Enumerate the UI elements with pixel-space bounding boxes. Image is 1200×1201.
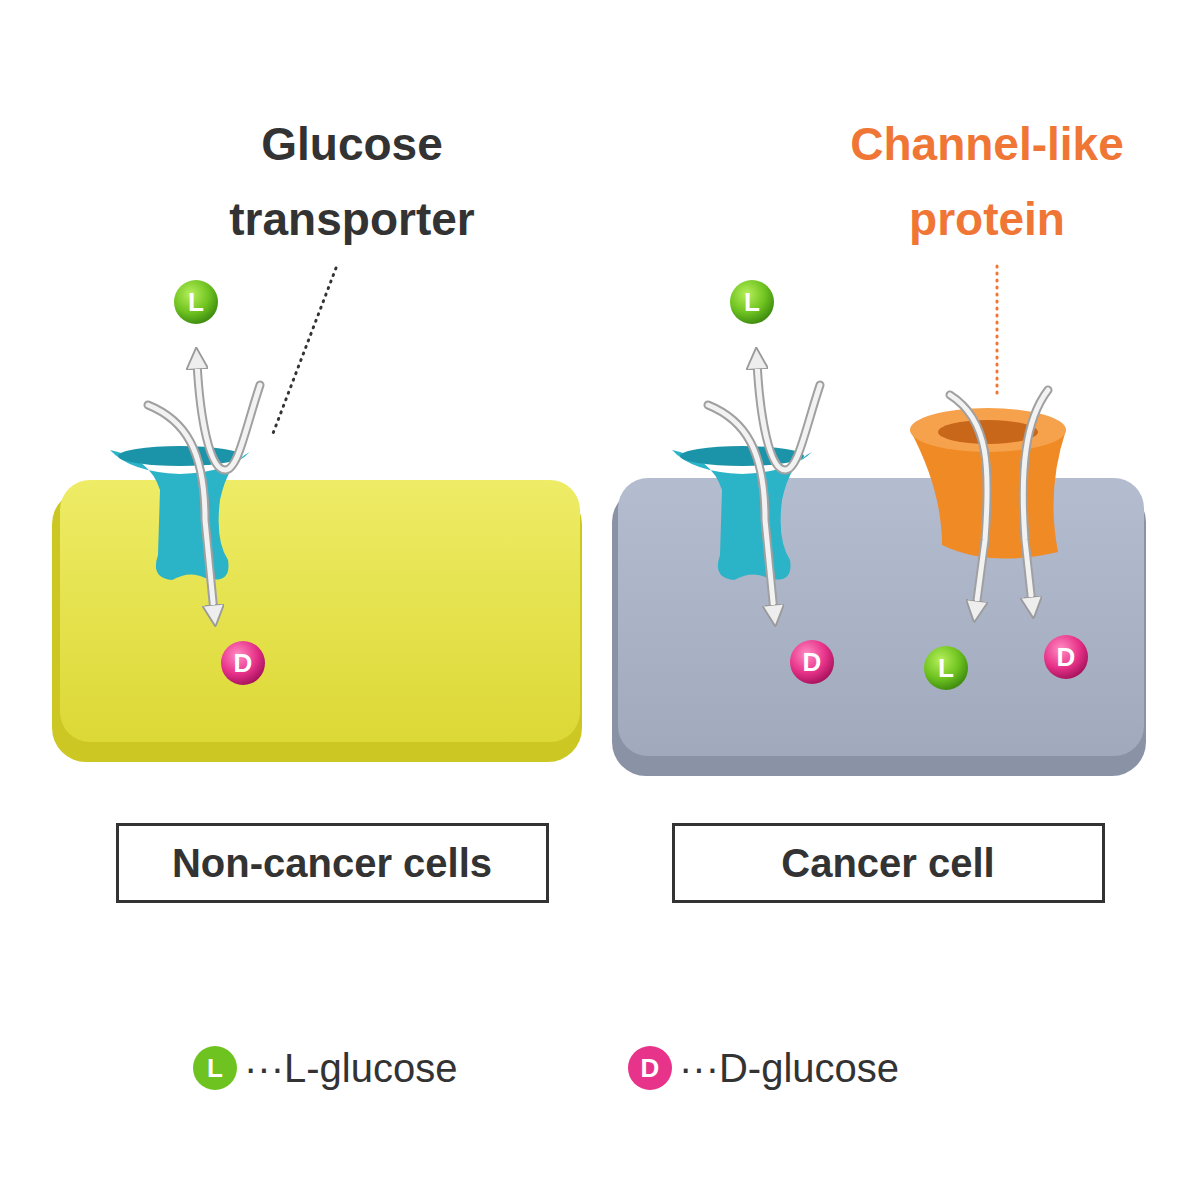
swatch-letter: D [630, 1053, 670, 1087]
molecule-letter: L [188, 289, 204, 315]
callout-label: Channel-like protein [797, 112, 1177, 262]
molecule-circle [1044, 635, 1088, 679]
legend-swatch-circle [193, 1046, 237, 1090]
cell-body [618, 478, 1144, 756]
molecule-circle [174, 280, 218, 324]
glucose-molecule: D [220, 640, 266, 686]
molecule-letter: D [803, 649, 822, 675]
glucose-molecule: L [729, 279, 775, 325]
leader-line [272, 268, 336, 436]
molecule-letter: D [234, 650, 253, 676]
molecule-circle [730, 280, 774, 324]
molecule-circle [221, 641, 265, 685]
cancer-cell [612, 478, 1146, 776]
legend-swatch-circle [628, 1046, 672, 1090]
caption-text: Cancer cell [781, 839, 994, 887]
arrow-outline [950, 395, 987, 608]
arrow-outline [757, 362, 820, 470]
cell-body [60, 480, 580, 742]
caption-box: Non-cancer cells [116, 823, 549, 903]
legend-entry: ···D-glucose [679, 1042, 899, 1103]
molecule-letter: L [938, 655, 954, 681]
legend-text: ···L-glucose [244, 1046, 457, 1090]
flow-arrow [197, 362, 260, 470]
glucose-molecule: L [923, 645, 969, 691]
legend-entry: ···L-glucose [244, 1042, 457, 1103]
flow-arrow [950, 395, 987, 608]
molecule-circle [790, 640, 834, 684]
arrow-outline [197, 362, 260, 470]
callout-label: Glucose transporter [229, 118, 474, 245]
glucose-molecule: D [1043, 634, 1089, 680]
glucose-molecule: L [173, 279, 219, 325]
transporter-rim [118, 446, 242, 466]
flow-arrows [148, 362, 1048, 612]
molecule-letter: L [744, 289, 760, 315]
swatch-letter: L [207, 1053, 223, 1083]
flow-arrow [1023, 390, 1048, 604]
non-cancer-cell [52, 480, 582, 762]
legend-text: ···D-glucose [679, 1046, 899, 1090]
channel-rim [910, 408, 1066, 452]
callout-label: Channel-like protein [850, 118, 1124, 245]
caption-box: Cancer cell [672, 823, 1105, 903]
callout-label: Glucose transporter [182, 112, 522, 262]
molecule-letter: D [1057, 644, 1076, 670]
swatch-letter: L [195, 1053, 235, 1087]
arrow-outline [1023, 390, 1048, 604]
glucose-molecule: D [789, 639, 835, 685]
flow-arrow [757, 362, 820, 470]
transporter-rim [680, 446, 804, 466]
caption-text: Non-cancer cells [172, 839, 492, 887]
leader-line [996, 266, 999, 398]
molecule-circle [924, 646, 968, 690]
swatch-letter: D [641, 1053, 660, 1083]
